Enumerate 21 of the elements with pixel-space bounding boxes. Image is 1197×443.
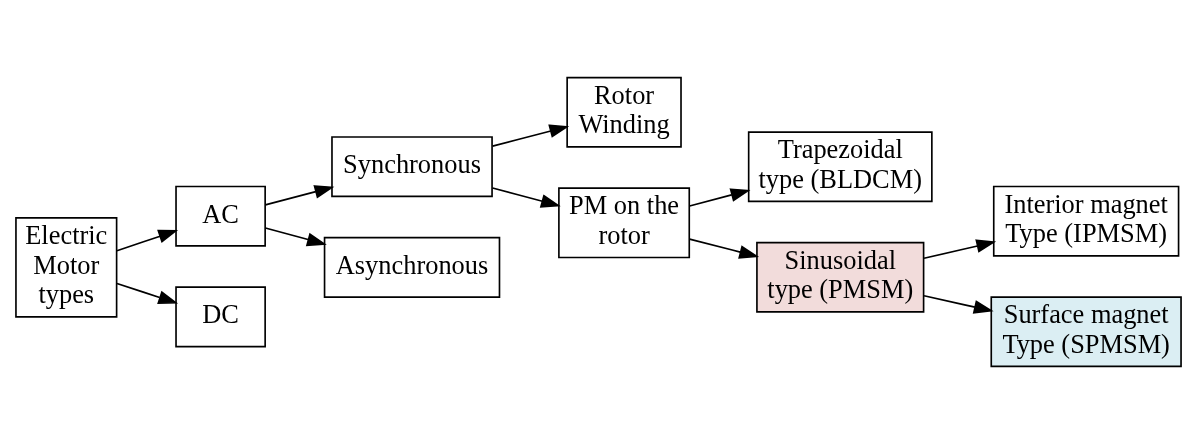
arrow (923, 238, 997, 259)
node-box: Electric Motor types (15, 216, 118, 318)
node-box: Interior magnet Type (IPMSM) (992, 185, 1180, 257)
node-box: Surface magnet Type (SPMSM) (990, 295, 1182, 367)
arrow (688, 237, 760, 259)
arrow (923, 294, 994, 314)
node-box: Trapezoidal type (BLDCM) (747, 130, 933, 202)
node-box: Sinusoidal type (PMSM) (756, 241, 925, 313)
arrow (264, 184, 335, 206)
arrow (116, 282, 179, 304)
node-box: DC (175, 285, 266, 347)
node-box: Asynchronous (323, 236, 501, 298)
arrow (116, 229, 179, 252)
arrow (491, 123, 570, 147)
arrow (491, 186, 561, 208)
node-box: Synchronous (331, 135, 493, 197)
node-box: PM on the rotor (558, 186, 691, 258)
node-box: AC (175, 185, 266, 247)
node-box: Rotor Winding (566, 76, 682, 148)
arrow (688, 187, 751, 207)
arrow (264, 226, 327, 246)
